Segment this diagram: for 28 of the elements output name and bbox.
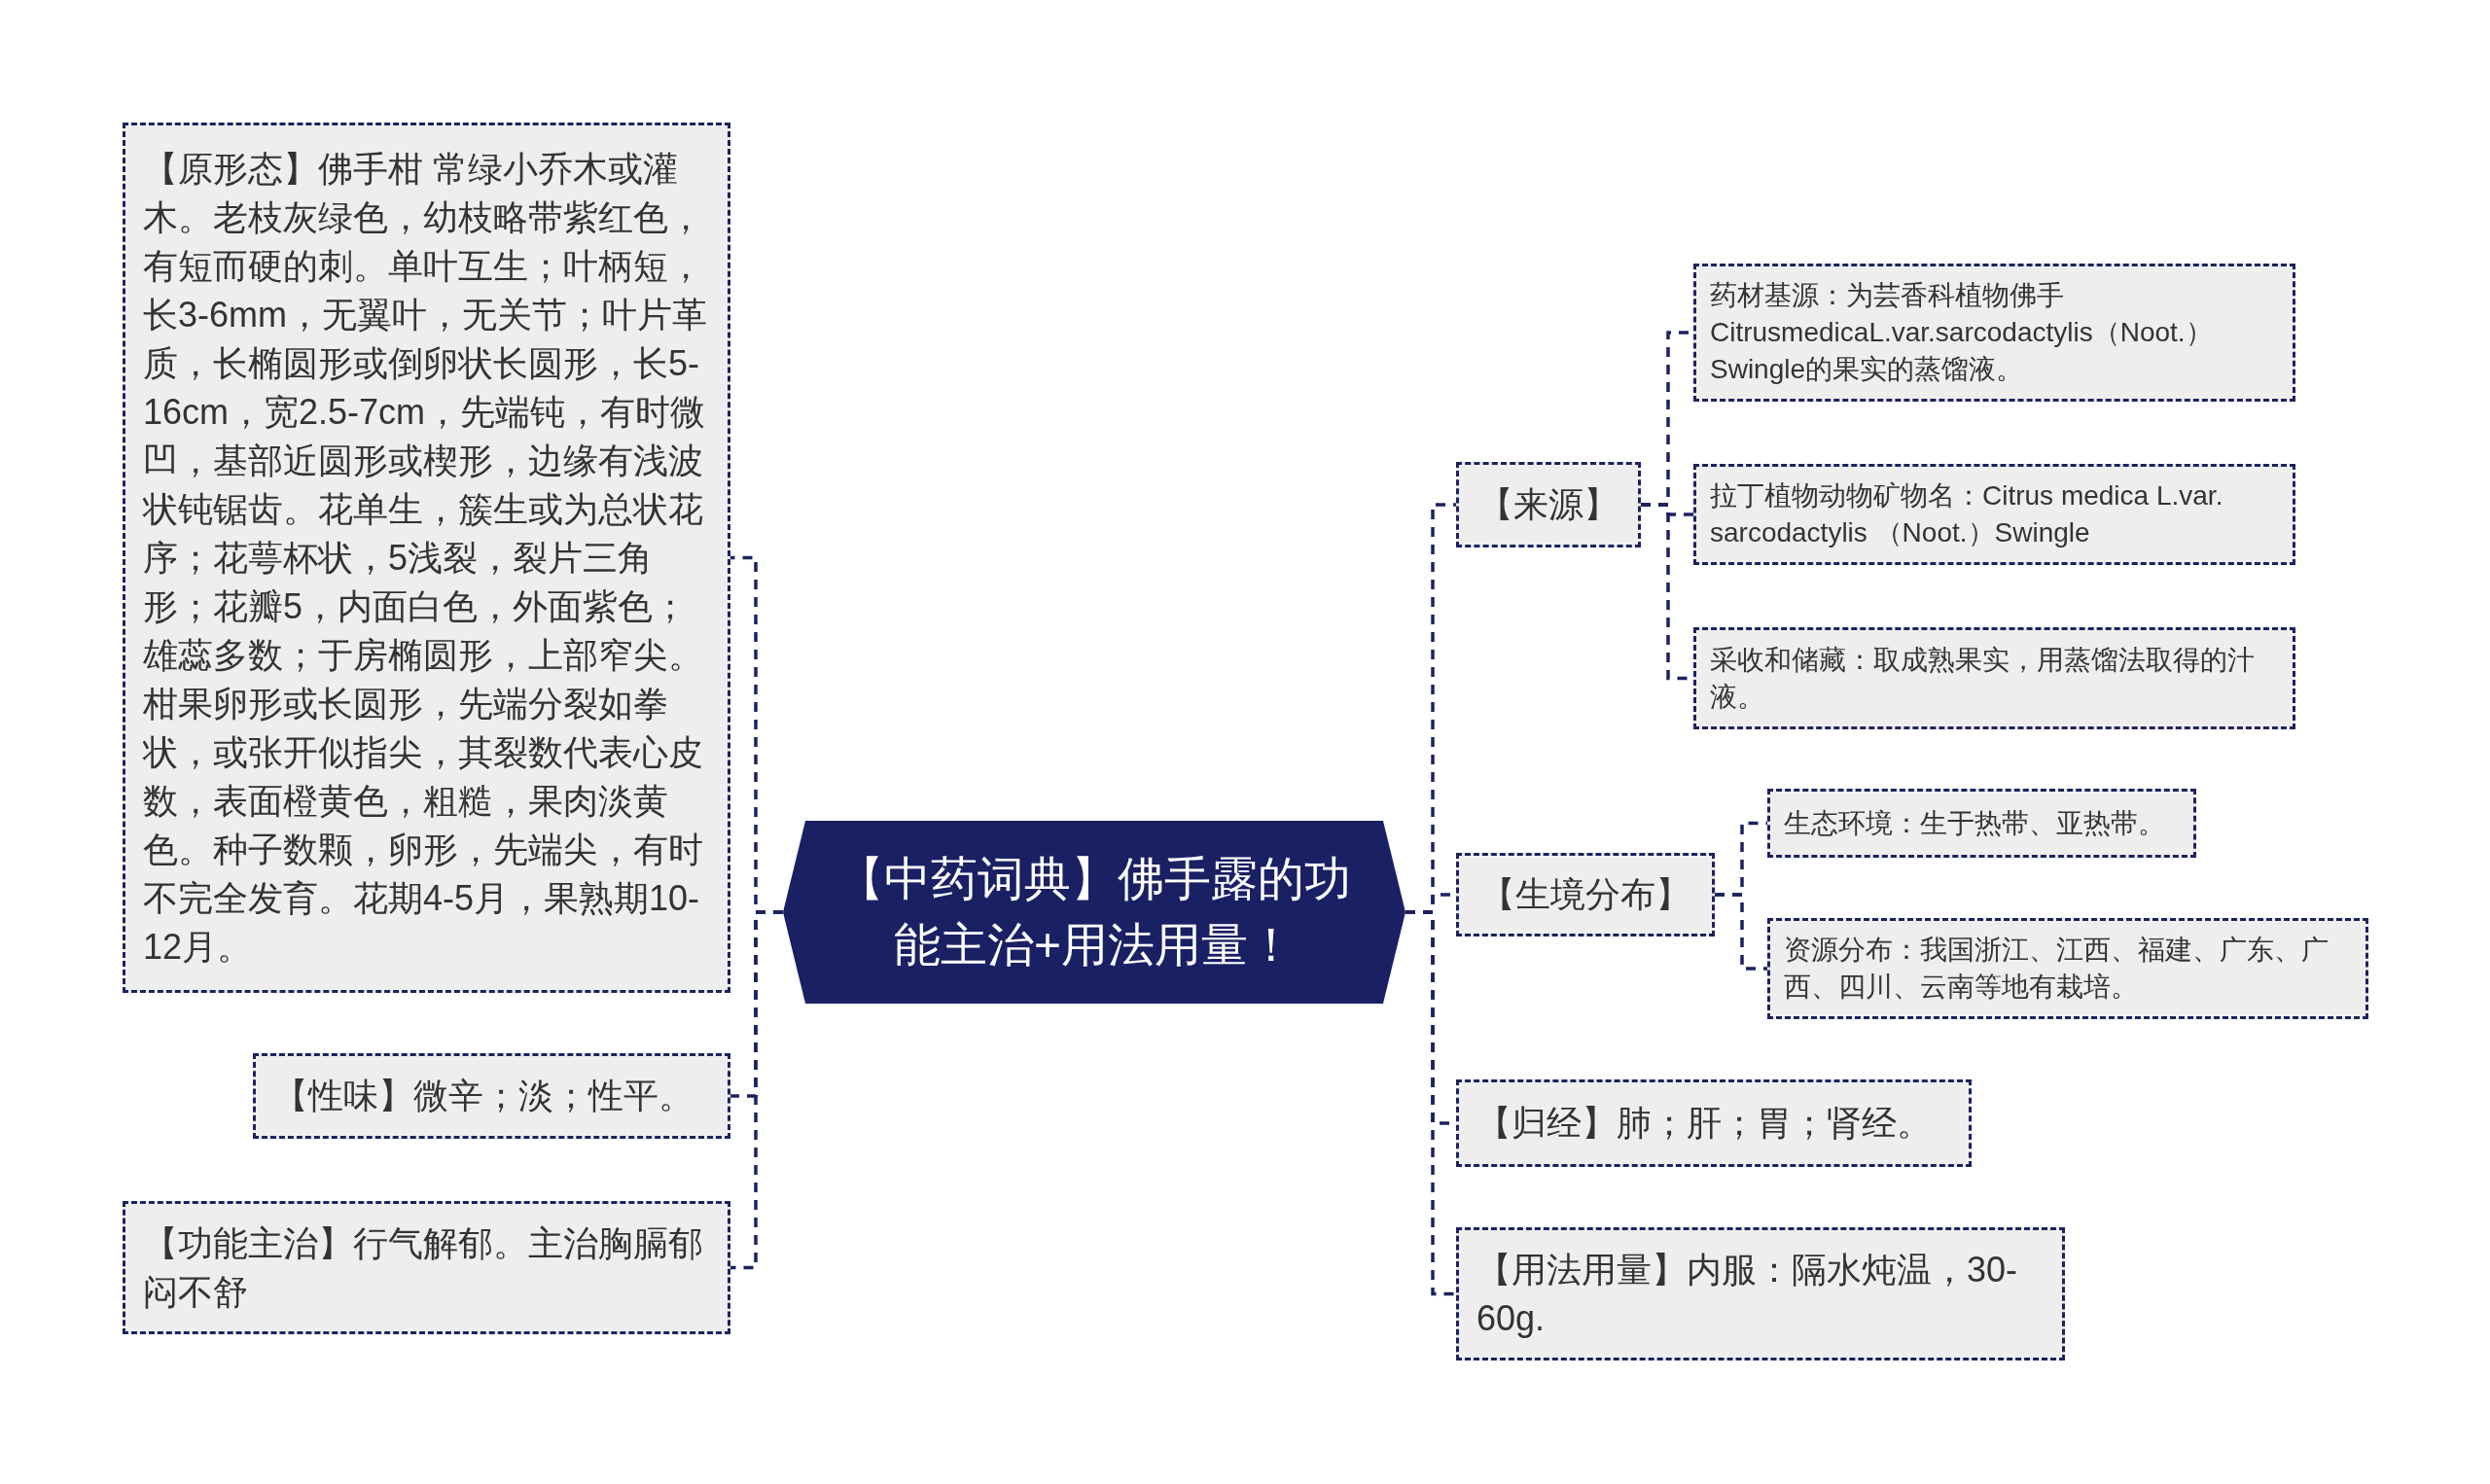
detail-text: 【用法用量】内服：隔水炖温，30-60g. (1476, 1248, 2019, 1340)
detail-text: 生态环境：生于热带、亚热带。 (1784, 806, 2166, 840)
detail-box (1693, 627, 2295, 729)
detail-text: 【归经】肺；肝；胃；肾经。 (1476, 1102, 1933, 1145)
connector-line (1405, 910, 1456, 1296)
connector-line (1715, 893, 1767, 971)
detail-box (1456, 853, 1715, 936)
detail-box (1767, 918, 2368, 1019)
detail-text: 【性味】微辛；淡；性平。 (273, 1075, 694, 1117)
detail-text: 【来源】 (1477, 483, 1619, 526)
topic-hexagon (783, 821, 1405, 1004)
connector-line (730, 910, 783, 1270)
detail-text: 【原形态】佛手柑 常绿小乔木或灌木。老枝灰绿色，幼枝略带紫红色，有短而硬的刺。单叶互生；叶柄短，长3-6mm，无翼叶，无关节；叶片革质，长椭圆形或倒卵状长圆形，长5-16cm，宽2.5-7cm，先端钝，有时微凹，基部近圆形或楔形，边缘有浅波状钝锯齿。花单生，簇生或为总状花序；花萼杯状，5浅裂，裂片三角形；花瓣5，内面白色，外面紫色；雄蕊多数；于房椭圆形，上部窄尖。柑果卵形或长圆形，先端分裂如拳状，或张开似指尖，其裂数代表心皮数，表面橙黄色，粗糙，果肉淡黄色。种子数颗，卵形，先端尖，有时不完全发育。花期4-5月，果熟期10-12月。 (143, 147, 708, 969)
detail-text: 拉丁植物动物矿物名：Citrus medica L.var. sarcodactylis （Noot.）Swingle (1710, 479, 2224, 549)
detail-text: 药材基源：为芸香科植物佛手CitrusmedicaL.var.sarcodactylis（Noot.）Swingle的果实的蒸馏液。 (1710, 279, 2214, 386)
detail-box (1456, 462, 1641, 548)
detail-box (1456, 1227, 2065, 1360)
detail-box (1693, 464, 2295, 565)
detail-text: 采收和储藏：取成熟果实，用蒸馏法取得的汁液。 (1710, 643, 2256, 714)
detail-text: 资源分布：我国浙江、江西、福建、广东、广西、四川、云南等地有栽培。 (1784, 934, 2330, 1004)
detail-text: 【功能主治】行气解郁。主治胸膈郁闷不舒 (143, 1221, 704, 1314)
detail-text: 【生境分布】 (1479, 873, 1691, 916)
topic-title: 【中药词典】佛手露的功能主治+用法用量！ (836, 852, 1352, 972)
detail-box (1767, 789, 2196, 858)
detail-box (123, 1201, 730, 1334)
detail-box (1693, 264, 2295, 402)
detail-box (253, 1053, 730, 1139)
detail-box (1456, 1079, 1972, 1167)
